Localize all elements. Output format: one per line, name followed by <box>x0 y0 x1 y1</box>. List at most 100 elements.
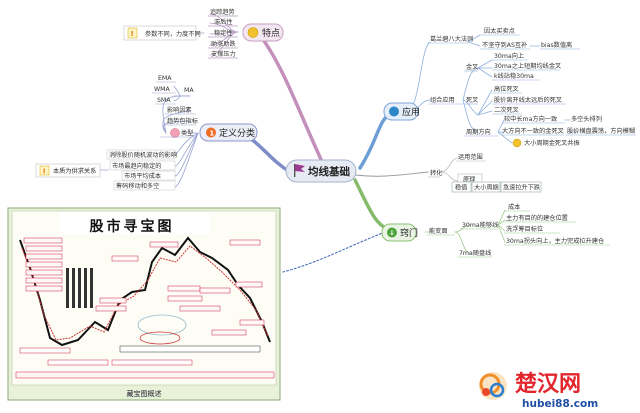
dingyi-props: 消除股价随机波动的影响 市场最趋向稳定的 市场平均成本 筹码移动和多空 <box>106 149 177 191</box>
tedian-item-1: 滞后性 <box>214 18 233 26</box>
connector-qiaomen <box>353 178 392 232</box>
ma30-label: 30ma能够线 <box>462 221 498 229</box>
zhouqi-row3-text: 大小周期金死叉共振 <box>524 139 580 147</box>
sicha-item-2: 二次死叉 <box>494 106 519 114</box>
zhuanzhe-tag-2: 急速拉升下跌 <box>503 184 540 192</box>
ma30-item-1: 主力有目的的建仓位置 <box>506 214 568 222</box>
exclamation-icon <box>39 165 50 176</box>
jincha-item-0: 30ma向上 <box>494 52 524 60</box>
zhouqi-row3: 大小周期金死叉共振 <box>512 138 580 148</box>
treasure-map-vertical-text <box>66 268 93 308</box>
tedian-note: ! 参数不同，力度不同 <box>123 25 201 41</box>
sicha-label: 死叉 <box>466 97 478 104</box>
connector-yingyong <box>358 110 394 170</box>
branch-qiaomen[interactable]: ↓ 窍门 <box>381 223 418 242</box>
svg-text:1: 1 <box>209 129 214 137</box>
dingyi-note-text: 本质为供求关系 <box>53 167 96 175</box>
zhuanzhe-guize: 原理 <box>463 177 475 184</box>
treasure-map-image[interactable]: 股市寻宝图 <box>7 207 281 401</box>
qiaomen-children: 能变面 30ma能够线 7ma随盘线 成本 主力有目的的建仓位置 洗浮筹目标位 … <box>427 203 610 258</box>
zhouqi-row1-a: 较中长ma方向一致 <box>504 115 557 123</box>
tedian-note-text: 参数不同，力度不同 <box>145 30 201 38</box>
jincha-item-2: k线站稳30ma <box>494 72 534 80</box>
watermark-url: hubei88.com <box>522 398 598 410</box>
central-topic[interactable]: 均线基础 <box>285 159 357 183</box>
sicha-item-0: 高位死叉 <box>494 85 519 93</box>
dingyi-prop-0: 消除股价随机波动的影响 <box>109 151 177 159</box>
tedian-items: 追踪趋势 滞后性 稳定性 助涨助跌 支撑压力 <box>208 8 238 59</box>
dingyi-note: ! 本质为供求关系 <box>35 163 101 178</box>
svg-text:↓: ↓ <box>389 229 395 237</box>
qiaomen-jianhua: 能变面 <box>429 227 448 235</box>
watermark: 楚汉网 hubei88.com <box>479 372 598 410</box>
granville-group: 葛兰碧八大法则 因太买卖点 不坚守到AS互补 bias数值离 <box>428 27 580 50</box>
connector-zhuanzhe <box>354 171 429 177</box>
granville-label: 葛兰碧八大法则 <box>430 35 473 43</box>
jincha-label: 金叉 <box>466 63 478 71</box>
qiaomen-title: 窍门 <box>400 227 418 239</box>
zhuanzhe-label: 转化 <box>430 169 442 177</box>
branch-tedian[interactable]: 特点 <box>242 23 284 42</box>
zhouqi-row2-b: 股价横盘震荡，方向模糊 <box>567 127 635 135</box>
granville-child-1: 不坚守到AS互补 <box>482 41 527 49</box>
zhuanzhe-tag-1: 大小周期 <box>474 184 499 192</box>
treasure-map-caption: 藏宝图概述 <box>127 389 162 398</box>
smiley-icon <box>512 138 522 148</box>
watermark-logo-icon <box>479 372 507 400</box>
smiley-icon <box>247 27 259 38</box>
zuhe-label: 组合应用 <box>430 96 455 104</box>
tedian-item-3: 助涨助跌 <box>211 40 236 48</box>
yingxiang-label: 影响因素 <box>167 106 192 114</box>
zhuanzhe-group: 转化 运用范围 原理 稳值 大小周期 急速拉升下跌 <box>428 153 542 193</box>
leixing-label: 类型 <box>181 129 193 137</box>
tedian-item-2: 稳定性 <box>214 29 233 37</box>
watermark-text: 楚汉网 <box>515 372 581 397</box>
zuhe-group: 组合应用 金叉 30ma向上 30ma之上短期均线金叉 k线站稳30ma 死叉 … <box>428 52 636 148</box>
number-one-icon <box>206 127 216 138</box>
svg-text:!: ! <box>43 168 46 176</box>
dingyi-leixing: 类型 影响因素 趋势包指标 MA EMA WMA SMA <box>152 75 198 138</box>
flag-icon <box>294 164 305 177</box>
tedian-item-4: 支撑压力 <box>211 50 236 58</box>
zhuanzhe-tags: 稳值 大小周期 急速拉升下跌 <box>451 181 542 193</box>
tedian-item-0: 追踪趋势 <box>210 8 235 16</box>
ma30-item-2: 洗浮筹目标位 <box>506 225 543 233</box>
ma-item-0: EMA <box>158 75 172 82</box>
connector-lines <box>99 13 579 273</box>
zhouqi-row1-b: 多空头排列 <box>571 115 602 123</box>
svg-text:!: ! <box>131 30 134 38</box>
qushi-label: 趋势包指标 <box>167 117 198 125</box>
dingyi-prop-2: 市场平均成本 <box>124 172 161 180</box>
treasure-map-title: 股市寻宝图 <box>90 218 175 235</box>
treasure-map-ellipses <box>137 314 187 345</box>
treasure-map-annotations <box>23 237 265 336</box>
dingyi-prop-1: 市场最趋向稳定的 <box>112 162 162 170</box>
ma-item-1: WMA <box>154 86 170 93</box>
zhuanzhe-fanwei: 运用范围 <box>458 153 483 161</box>
jincha-item-1: 30ma之上短期均线金叉 <box>494 62 561 70</box>
ma30-item-0: 成本 <box>508 203 520 211</box>
branch-dingyi[interactable]: 1 定义分类 <box>199 123 258 142</box>
connector-tedian <box>260 36 327 170</box>
granville-child-2: bias数值离 <box>541 41 572 49</box>
connector-image-link <box>282 231 386 273</box>
arrow-down-icon <box>387 227 397 238</box>
tedian-title: 特点 <box>262 27 280 39</box>
zhuanzhe-tag-0: 稳值 <box>455 184 467 192</box>
yingyong-title: 应用 <box>402 106 420 118</box>
ma7-label: 7ma随盘线 <box>459 249 491 257</box>
dingyi-title: 定义分类 <box>219 127 255 139</box>
heart-icon <box>170 128 180 138</box>
globe-icon <box>389 106 399 117</box>
exclamation-icon: ! <box>127 27 138 39</box>
zhouqi-label: 周期方向 <box>466 128 491 136</box>
central-title: 均线基础 <box>308 165 350 178</box>
sicha-item-1: 股价离开线太远后的死叉 <box>494 96 562 104</box>
ma30-item-3: 30ma拐头向上，主力完成拉升建仓 <box>506 237 604 245</box>
branch-yingyong[interactable]: 应用 <box>383 102 420 121</box>
zhouqi-row2-a: 大方向不一致的金死叉 <box>502 127 564 135</box>
dingyi-prop-3: 筹码移动和多空 <box>116 182 159 190</box>
treasure-map-bottom-bar <box>15 345 275 379</box>
ma-item-2: SMA <box>157 97 171 104</box>
